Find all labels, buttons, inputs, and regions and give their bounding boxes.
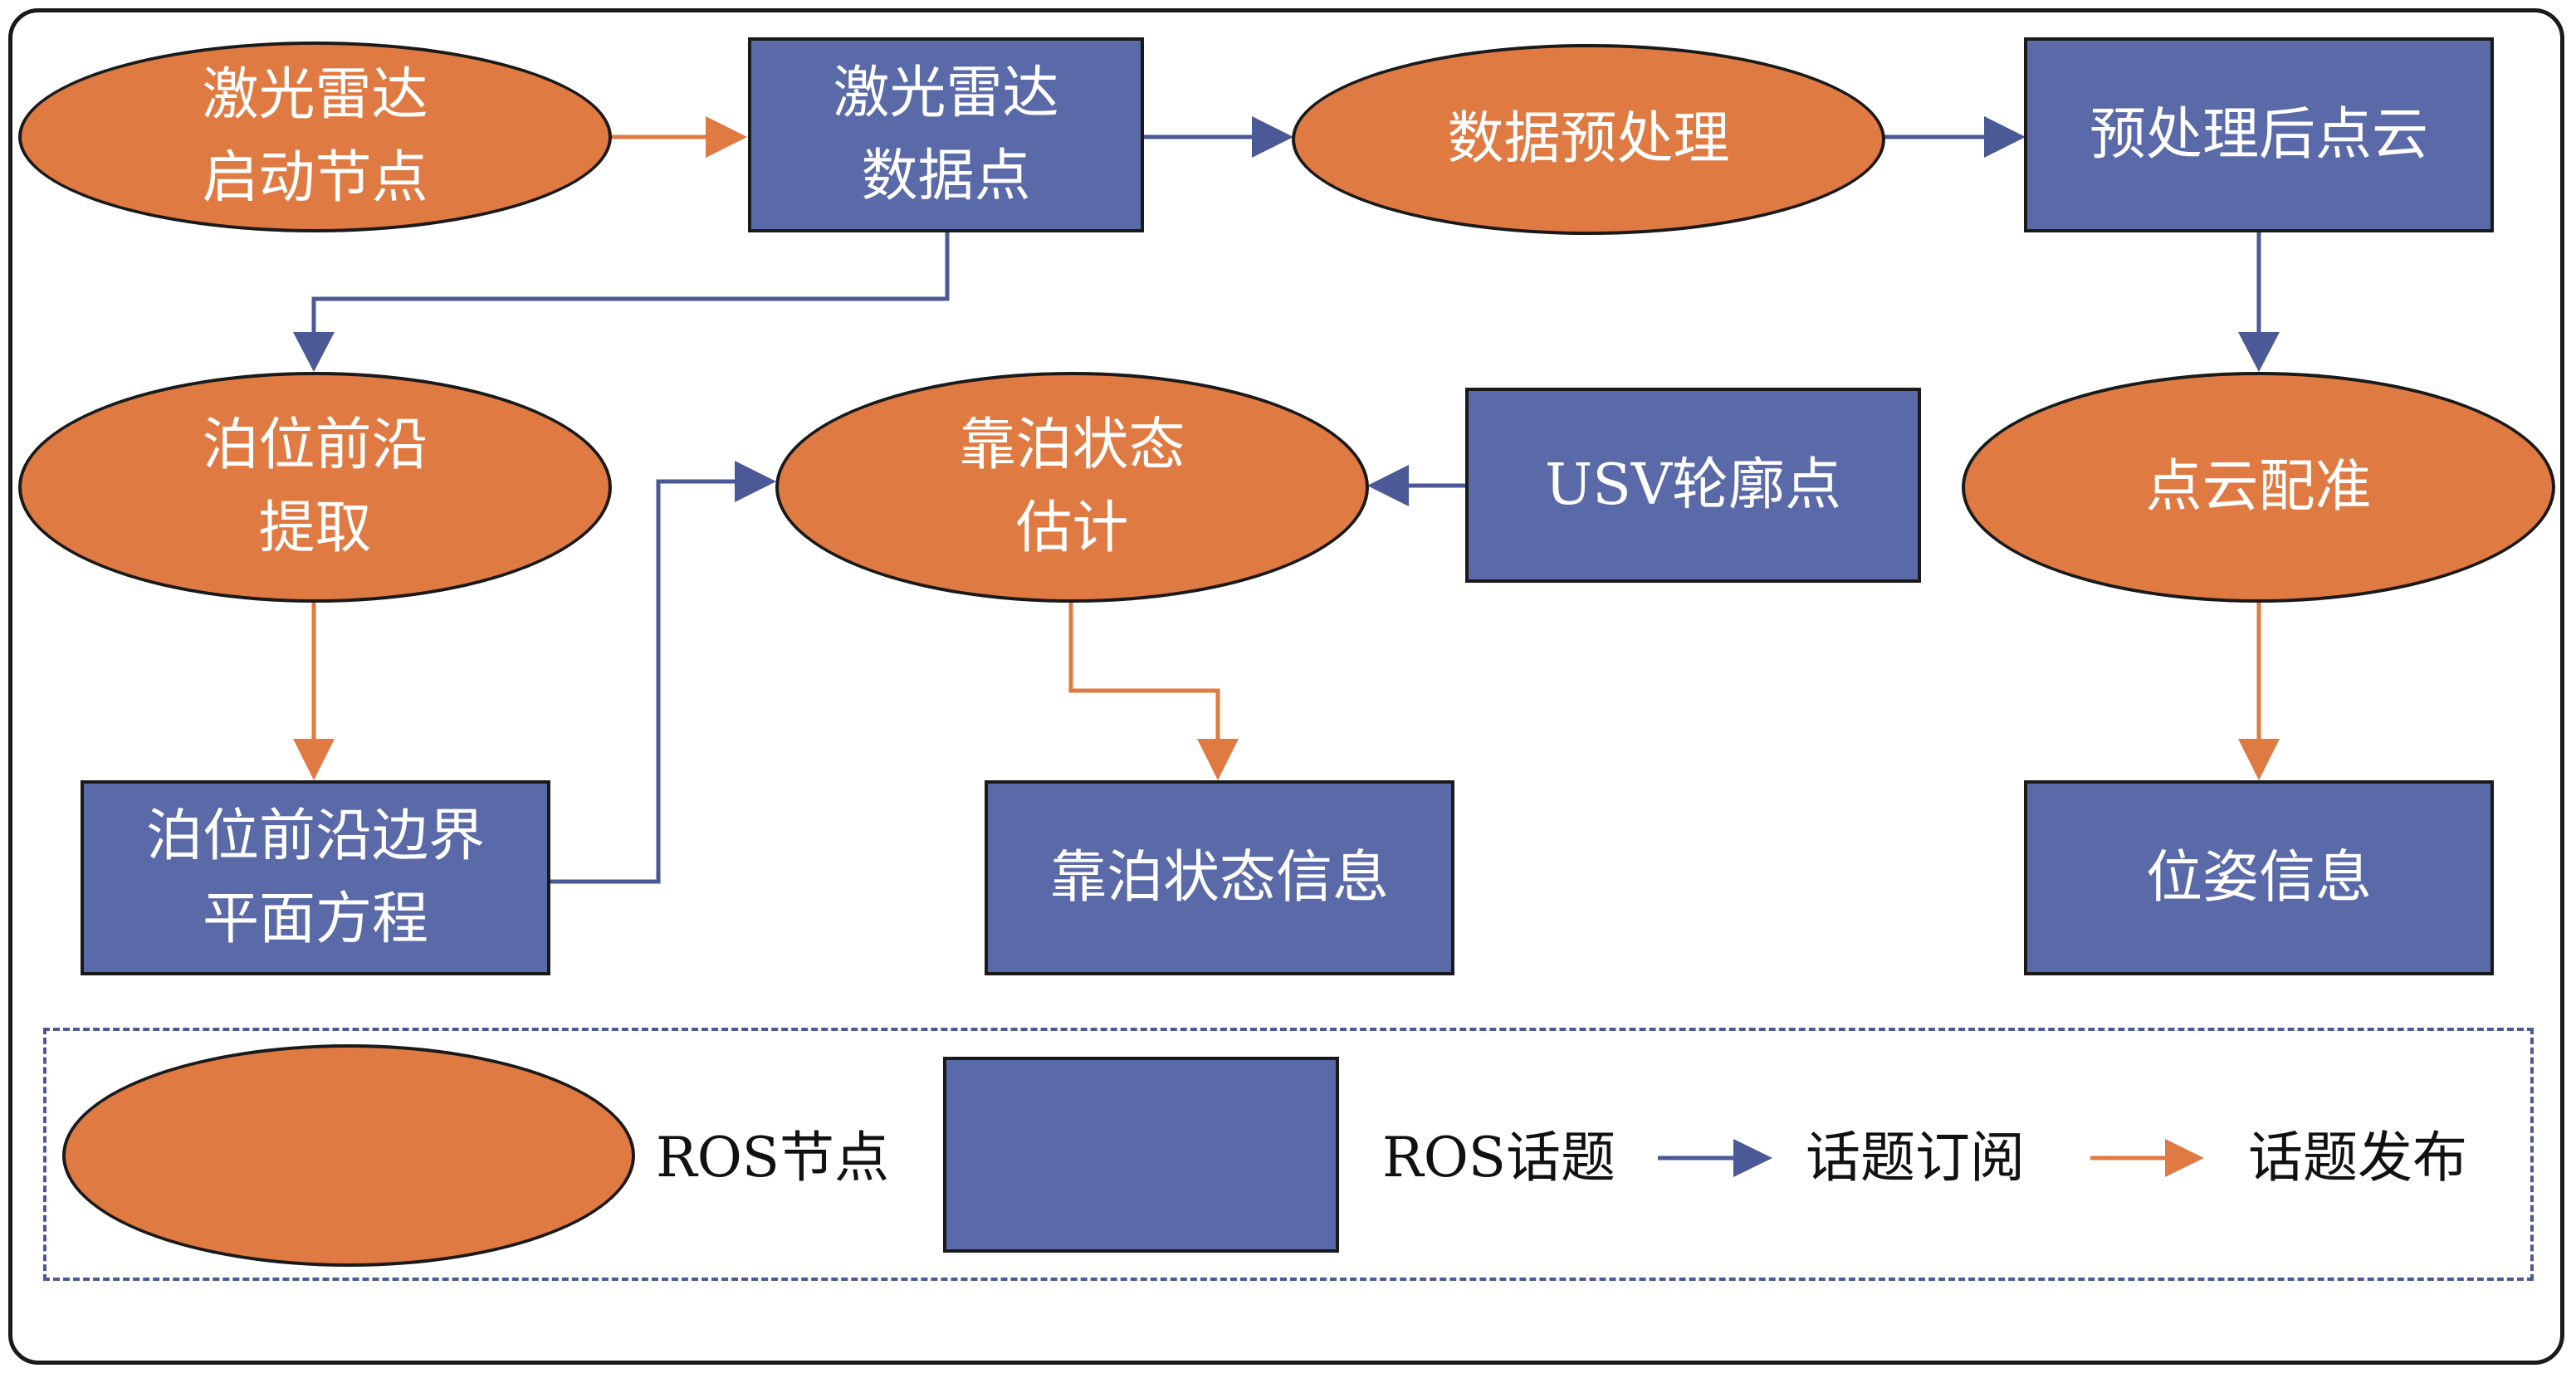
legend-subscribe-arrowhead [1733, 1139, 1772, 1177]
arrowhead [2238, 332, 2280, 372]
arrowhead [706, 116, 747, 158]
legend-topic-swatch [943, 1057, 1339, 1253]
arrowhead [2238, 739, 2280, 780]
node-data-preprocess: 数据预处理 [1292, 44, 1885, 235]
topic-preprocessed-cloud: 预处理后点云 [2024, 37, 2494, 232]
edge-plane-to-state-est [550, 479, 741, 884]
legend-ros-node-label: ROS节点 [656, 1126, 890, 1190]
arrowhead [735, 461, 776, 502]
legend-node-swatch [62, 1044, 635, 1267]
legend-publish-label: 话题发布 [2248, 1126, 2467, 1190]
diagram-frame [8, 8, 2564, 1365]
node-cloud-registration: 点云配准 [1962, 372, 2555, 603]
legend-ros-topic-label: ROS话题 [1382, 1126, 1616, 1190]
arrowhead [293, 739, 335, 780]
topic-pose-info: 位姿信息 [2024, 780, 2494, 975]
edge-state-est-to-info [1068, 602, 1220, 743]
arrowhead [1197, 739, 1239, 780]
legend-subscribe-label: 话题订阅 [1806, 1126, 2025, 1190]
legend [43, 1028, 2534, 1281]
arrowhead [1252, 116, 1293, 158]
node-berthing-state-estimation: 靠泊状态 估计 [775, 372, 1369, 603]
topic-berthing-state-info: 靠泊状态信息 [985, 780, 1454, 975]
topic-usv-contour: USV轮廓点 [1465, 388, 1921, 583]
topic-berth-edge-plane: 泊位前沿边界 平面方程 [81, 780, 550, 975]
legend-publish-arrowhead [2165, 1139, 2204, 1177]
node-berth-edge-extract: 泊位前沿 提取 [18, 372, 612, 603]
arrowhead [1367, 465, 1409, 506]
edge-points-to-berth-edge [311, 232, 950, 336]
arrowhead [1984, 116, 2026, 158]
arrowhead [293, 332, 335, 372]
node-lidar-launch: 激光雷达 启动节点 [18, 42, 612, 232]
topic-lidar-points: 激光雷达 数据点 [748, 37, 1144, 232]
